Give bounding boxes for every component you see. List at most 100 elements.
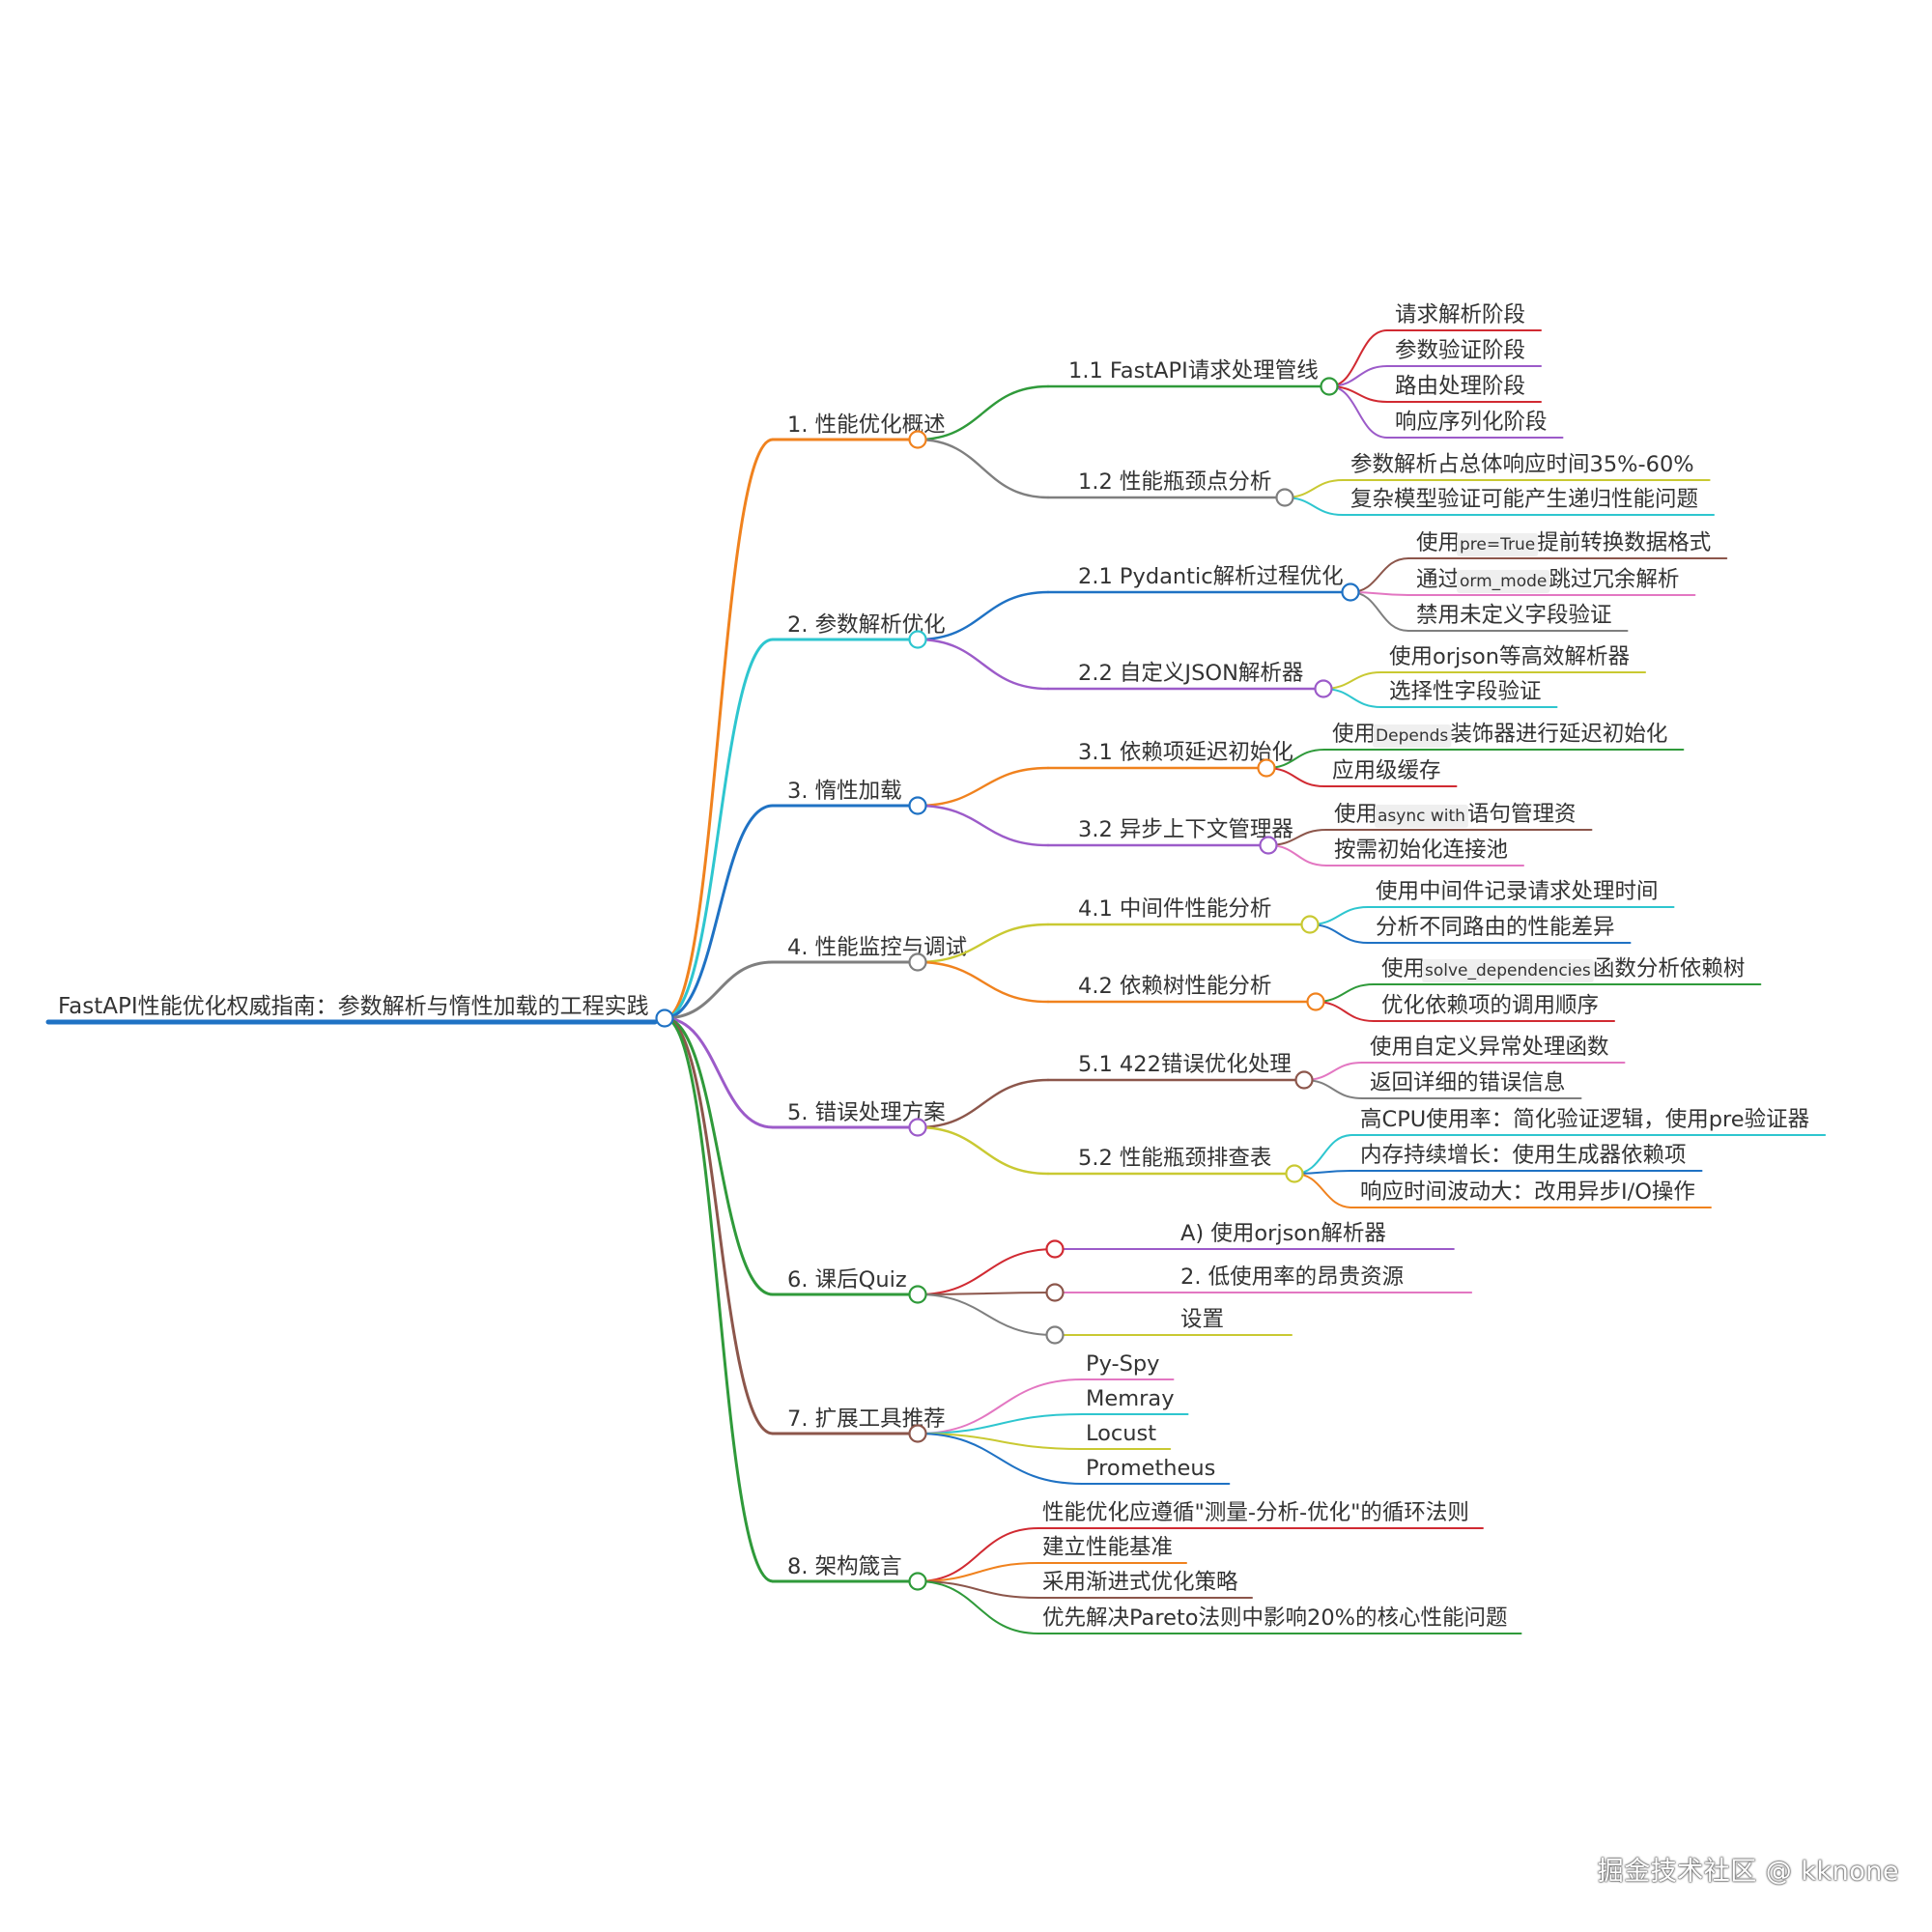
subtopic-node[interactable] xyxy=(1275,488,1294,507)
detail-item: 按需初始化连接池 xyxy=(1334,838,1508,863)
motto-connector xyxy=(917,1562,1039,1582)
branch-node[interactable] xyxy=(908,1285,927,1304)
detail-item: 优化依赖项的调用顺序 xyxy=(1381,993,1599,1018)
text-segment: 使用 xyxy=(1416,530,1460,555)
quiz-node[interactable] xyxy=(1045,1283,1065,1302)
subtopic-node[interactable] xyxy=(1314,679,1333,698)
subtopic-title: 3.2 异步上下文管理器 xyxy=(1078,817,1293,842)
detail-item: 应用级缓存 xyxy=(1332,758,1441,783)
detail-item: 复杂模型验证可能产生递归性能问题 xyxy=(1350,487,1698,512)
subtopic-node[interactable] xyxy=(1320,377,1339,396)
subtopic-connector xyxy=(916,590,1050,641)
text-segment: 参数验证阶段 xyxy=(1395,338,1525,363)
branch-node[interactable] xyxy=(908,1118,927,1137)
text-segment: 语句管理资 xyxy=(1467,802,1577,827)
detail-item: 响应时间波动大：改用异步I/O操作 xyxy=(1360,1179,1695,1205)
text-segment: 按需初始化连接池 xyxy=(1334,838,1508,863)
detail-item: 选择性字段验证 xyxy=(1389,679,1542,704)
detail-item: 参数解析占总体响应时间35%-60% xyxy=(1350,452,1694,477)
motto-item: 采用渐进式优化策略 xyxy=(1042,1570,1238,1595)
branch-connector xyxy=(663,1016,775,1435)
text-segment: 参数解析占总体响应时间35%-60% xyxy=(1350,452,1694,477)
detail-item: 使用自定义异常处理函数 xyxy=(1370,1035,1609,1060)
text-segment: 使用 xyxy=(1381,956,1425,981)
subtopic-title: 1.1 FastAPI请求处理管线 xyxy=(1068,358,1319,384)
code-snippet: pre=True xyxy=(1460,535,1535,554)
tool-connector xyxy=(917,1433,1083,1485)
text-segment: 路由处理阶段 xyxy=(1395,374,1525,399)
detail-item: 分析不同路由的性能差异 xyxy=(1376,915,1615,940)
tool-item: Locust xyxy=(1086,1421,1156,1446)
quiz-answer: A) 使用orjson解析器 xyxy=(1180,1221,1386,1246)
detail-item: 返回详细的错误信息 xyxy=(1370,1070,1566,1095)
watermark: 掘金技术社区 @ kknone xyxy=(1597,1857,1899,1887)
detail-item: 路由处理阶段 xyxy=(1395,374,1525,399)
tool-connector xyxy=(917,1433,1083,1450)
branch-node[interactable] xyxy=(908,1424,927,1443)
branch-connector xyxy=(663,1016,775,1129)
subtopic-title: 4.1 中间件性能分析 xyxy=(1078,896,1271,922)
text-segment: 使用中间件记录请求处理时间 xyxy=(1376,879,1659,904)
detail-connector xyxy=(1293,1134,1353,1175)
detail-item: 请求解析阶段 xyxy=(1395,302,1525,327)
subtopic-node[interactable] xyxy=(1300,915,1320,934)
quiz-node[interactable] xyxy=(1045,1239,1065,1259)
detail-connector xyxy=(1350,557,1409,593)
code-snippet: async with xyxy=(1378,807,1465,826)
text-segment: 返回详细的错误信息 xyxy=(1370,1070,1566,1095)
text-segment: 响应序列化阶段 xyxy=(1395,410,1548,435)
motto-item: 性能优化应遵循"测量-分析-优化"的循环法则 xyxy=(1042,1500,1469,1525)
text-segment: 跳过冗余解析 xyxy=(1548,567,1679,592)
detail-item: 使用 async with 语句管理资 xyxy=(1334,802,1576,828)
text-segment: 使用自定义异常处理函数 xyxy=(1370,1035,1609,1060)
text-segment: 响应时间波动大：改用异步I/O操作 xyxy=(1360,1179,1695,1205)
text-segment: 选择性字段验证 xyxy=(1389,679,1542,704)
branch-connector xyxy=(663,638,775,1020)
branch-connector xyxy=(663,960,775,1020)
motto-connector xyxy=(917,1580,1039,1599)
subtopic-title: 2.2 自定义JSON解析器 xyxy=(1078,661,1303,686)
subtopic-connector xyxy=(916,923,1050,964)
detail-item: 使用中间件记录请求处理时间 xyxy=(1376,879,1659,904)
subtopic-node[interactable] xyxy=(1341,582,1360,602)
text-segment: 内存持续增长：使用生成器依赖项 xyxy=(1360,1143,1687,1168)
text-segment: 复杂模型验证可能产生递归性能问题 xyxy=(1350,487,1698,512)
code-background xyxy=(1457,570,1550,593)
quiz-answer: 设置 xyxy=(1180,1307,1224,1332)
branch-connector xyxy=(663,804,775,1020)
subtopic-node[interactable] xyxy=(1306,992,1325,1011)
subtopic-connector xyxy=(916,438,1050,499)
tool-item: Memray xyxy=(1086,1386,1175,1411)
detail-item: 禁用未定义字段验证 xyxy=(1416,603,1612,628)
subtopic-node[interactable] xyxy=(1285,1164,1304,1183)
code-background xyxy=(1422,959,1594,982)
text-segment: 使用 xyxy=(1334,802,1378,827)
subtopic-title: 2.1 Pydantic解析过程优化 xyxy=(1078,564,1344,589)
text-segment: 请求解析阶段 xyxy=(1395,302,1525,327)
branch-6-title: 6. 课后Quiz xyxy=(787,1267,907,1293)
code-background xyxy=(1457,533,1539,556)
subtopic-connector xyxy=(916,1125,1050,1176)
tool-item: Py-Spy xyxy=(1086,1351,1160,1377)
branch-node[interactable] xyxy=(908,630,927,649)
text-segment: 提前转换数据格式 xyxy=(1537,530,1711,555)
detail-item: 通过 orm_mode 跳过冗余解析 xyxy=(1416,567,1679,593)
subtopic-node[interactable] xyxy=(1259,836,1278,855)
branch-node[interactable] xyxy=(908,796,927,815)
detail-connector xyxy=(1328,329,1388,387)
code-snippet: Depends xyxy=(1376,726,1448,746)
branch-node[interactable] xyxy=(908,952,927,972)
branch-node[interactable] xyxy=(908,1572,927,1591)
quiz-node[interactable] xyxy=(1045,1325,1065,1345)
subtopic-node[interactable] xyxy=(1294,1070,1314,1090)
branch-3-title: 3. 惰性加载 xyxy=(787,779,902,804)
tool-connector xyxy=(917,1378,1083,1435)
root-node[interactable] xyxy=(655,1009,674,1028)
branch-node[interactable] xyxy=(908,430,927,449)
motto-connector xyxy=(917,1527,1039,1582)
subtopic-node[interactable] xyxy=(1257,758,1276,778)
quiz-connector xyxy=(917,1293,1056,1336)
detail-item: 高CPU使用率：简化验证逻辑，使用pre验证器 xyxy=(1360,1107,1809,1132)
subtopic-connector xyxy=(916,1078,1050,1129)
subtopic-title: 5.1 422错误优化处理 xyxy=(1078,1052,1292,1077)
